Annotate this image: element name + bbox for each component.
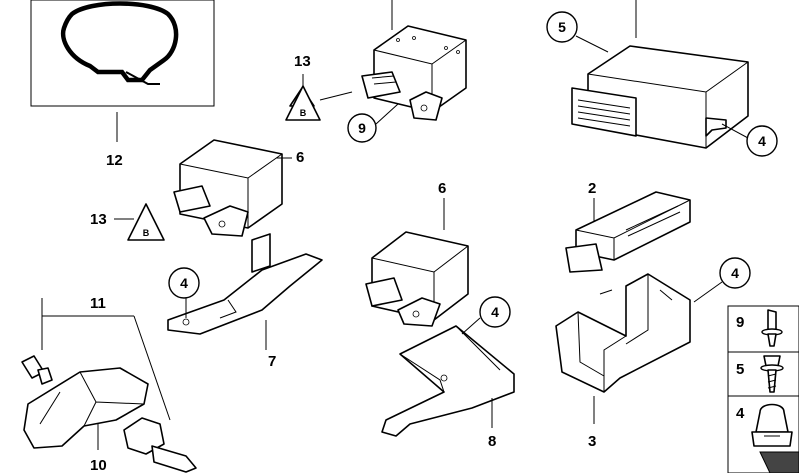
callout-13-top: 13 xyxy=(294,53,311,70)
part-5-large-module[interactable] xyxy=(571,45,749,149)
callout-12: 12 xyxy=(106,152,123,169)
part-10-sensor-body[interactable] xyxy=(23,367,149,449)
warning-label-13-top[interactable]: B xyxy=(285,85,321,121)
callout-6-middle: 6 xyxy=(438,180,446,197)
part-3-holder[interactable] xyxy=(555,273,691,393)
callout-5: 5 xyxy=(558,19,566,35)
callout-7: 7 xyxy=(268,353,276,370)
callout-4-circle-8 xyxy=(479,296,511,328)
callout-4-circle-3 xyxy=(719,257,751,289)
rivet-icon[interactable] xyxy=(761,309,783,347)
small-part-label-9: 9 xyxy=(736,314,744,331)
callout-3: 3 xyxy=(588,433,596,450)
callout-10: 10 xyxy=(90,457,107,473)
control-module-left[interactable] xyxy=(173,139,283,237)
svg-text:B: B xyxy=(300,108,307,118)
part-10-valve[interactable] xyxy=(123,417,197,473)
part-8-bracket[interactable] xyxy=(381,325,515,437)
small-part-label-5: 5 xyxy=(736,361,744,378)
callout-4-top-right: 4 xyxy=(758,133,766,149)
control-module-middle[interactable] xyxy=(365,231,469,327)
callout-13-left: 13 xyxy=(90,211,107,228)
callout-9: 9 xyxy=(358,120,366,136)
part-12-antenna-loop[interactable] xyxy=(30,0,215,107)
callout-4-circle-tr xyxy=(746,125,778,157)
callout-6-left: 6 xyxy=(296,149,304,166)
callout-9-circle xyxy=(347,113,377,143)
callout-4-bracket-7: 4 xyxy=(180,275,188,291)
panel-corner-mark xyxy=(759,451,799,473)
part-11-sensor-screw[interactable] xyxy=(21,355,53,385)
nut-icon[interactable] xyxy=(751,403,793,447)
callout-4-holder-3: 4 xyxy=(731,265,739,281)
callout-4-bracket-8: 4 xyxy=(491,304,499,320)
callout-4-circle-7 xyxy=(168,267,200,299)
part-7-bracket[interactable] xyxy=(167,233,323,335)
svg-text:B: B xyxy=(143,228,150,238)
callout-2: 2 xyxy=(588,180,596,197)
part-2-antenna-connector[interactable] xyxy=(565,191,691,273)
callout-8: 8 xyxy=(488,433,496,450)
small-part-label-4: 4 xyxy=(736,405,745,422)
control-module-top[interactable] xyxy=(361,25,467,121)
screw-icon[interactable] xyxy=(760,355,784,393)
callout-11: 11 xyxy=(90,295,106,312)
warning-label-13-left[interactable]: B xyxy=(127,203,165,241)
callout-5-circle xyxy=(546,11,578,43)
